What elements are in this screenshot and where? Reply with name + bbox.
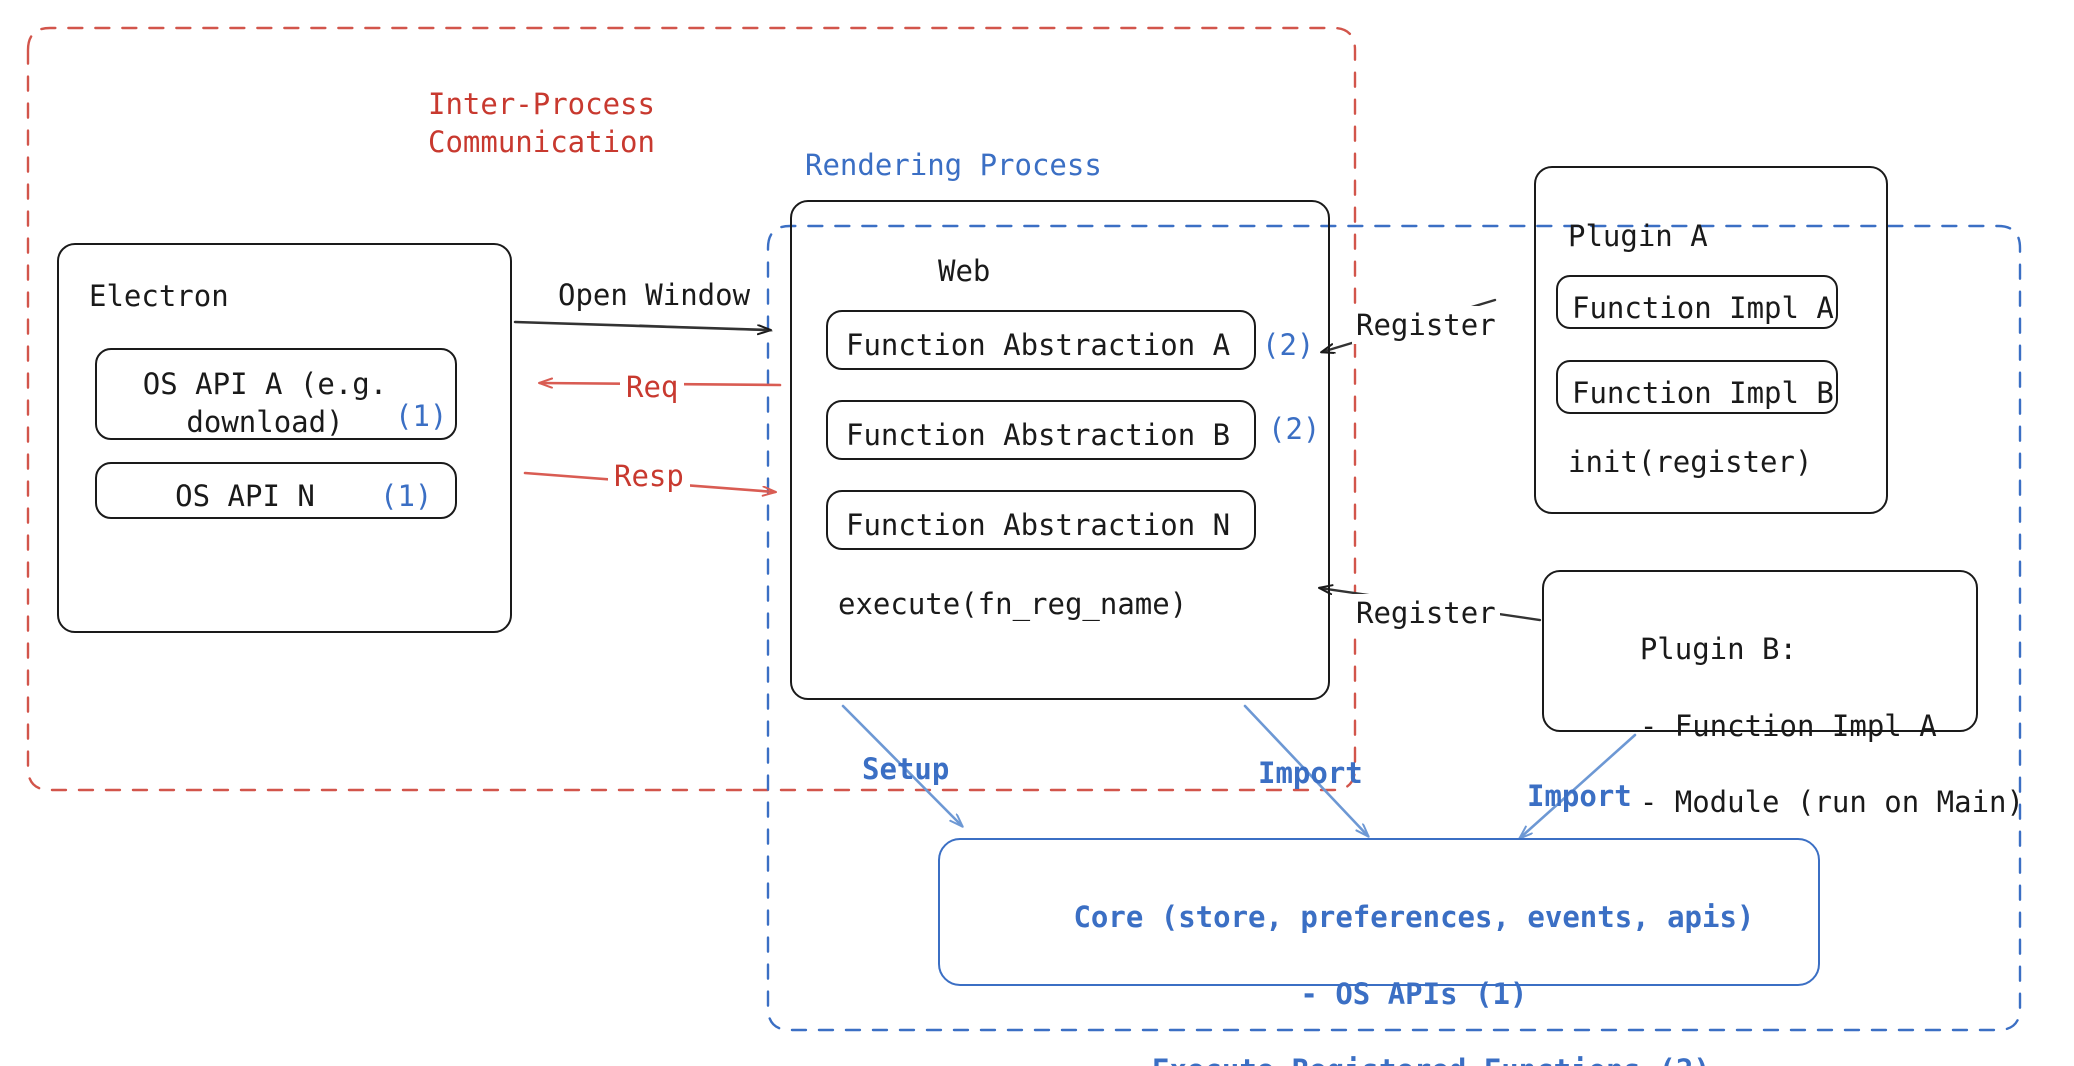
group-label-rendering-process: Rendering Process	[805, 148, 1102, 182]
plugin-b-item-function-impl-a: - Function Impl A	[1639, 708, 1937, 743]
function-impl-a-label: Function Impl A	[1572, 291, 1834, 325]
os-api-n-box[interactable]	[95, 462, 457, 519]
function-impl-a-box[interactable]	[1556, 275, 1838, 329]
web-footer-execute: execute(fn_reg_name)	[838, 587, 1188, 621]
edge-label-open-window: Open Window	[558, 278, 751, 312]
edge-label-setup: Setup	[862, 752, 950, 786]
plugin-a-title: Plugin A	[1568, 219, 1708, 253]
group-label-inter-process-communication: Inter-Process Communication	[428, 87, 655, 160]
edge-label-resp: Resp	[608, 457, 690, 496]
electron-container[interactable]	[57, 243, 512, 633]
edge-open-window-line	[513, 320, 773, 331]
edge-label-register-b: Register	[1352, 594, 1500, 633]
function-abstraction-b-box[interactable]	[826, 400, 1256, 460]
core-lines: Core (store, preferences, events, apis) …	[938, 860, 1820, 1066]
plugin-a-container[interactable]	[1534, 166, 1888, 514]
function-abstraction-a-box[interactable]	[826, 310, 1256, 370]
web-container[interactable]	[790, 200, 1330, 700]
function-impl-b-label: Function Impl B	[1572, 376, 1834, 410]
core-item-os-apis: - OS APIs (1)	[1300, 976, 1528, 1011]
function-abstraction-b-marker: (2)	[1268, 412, 1321, 446]
function-abstraction-a-label: Function Abstraction A	[846, 328, 1231, 362]
os-api-a-marker: (1)	[395, 399, 448, 433]
function-abstraction-n-box[interactable]	[826, 490, 1256, 550]
function-impl-b-box[interactable]	[1556, 360, 1838, 414]
os-api-a-label: OS API A (e.g. download)	[142, 367, 388, 440]
plugin-b-lines: Plugin B: - Function Impl A - Module (ru…	[1570, 592, 2024, 860]
os-api-n-marker: (1)	[380, 479, 433, 513]
web-title: Web	[938, 254, 991, 288]
function-abstraction-a-marker: (2)	[1262, 328, 1315, 362]
edge-label-req: Req	[620, 368, 685, 407]
plugin-b-container[interactable]	[1542, 570, 1978, 732]
edge-label-import-plugin: Import	[1527, 779, 1632, 813]
core-container[interactable]	[938, 838, 1820, 986]
plugin-b-title: Plugin B:	[1639, 632, 1797, 667]
electron-title: Electron	[89, 279, 229, 313]
plugin-b-item-module: - Module (run on Main)	[1639, 785, 2024, 820]
edge-label-import-web: Import	[1258, 756, 1363, 790]
function-abstraction-b-label: Function Abstraction B	[846, 418, 1231, 452]
os-api-n-label: OS API N	[175, 479, 315, 513]
os-api-a-box[interactable]	[95, 348, 457, 440]
function-abstraction-n-label: Function Abstraction N	[846, 508, 1231, 542]
plugin-a-footer-init: init(register)	[1568, 445, 1813, 479]
edge-label-register-a: Register	[1352, 306, 1500, 345]
core-title: Core (store, preferences, events, apis)	[1073, 900, 1755, 935]
core-item-execute-registered-functions: - Execute Registered Functions (2)	[1117, 1053, 1711, 1066]
